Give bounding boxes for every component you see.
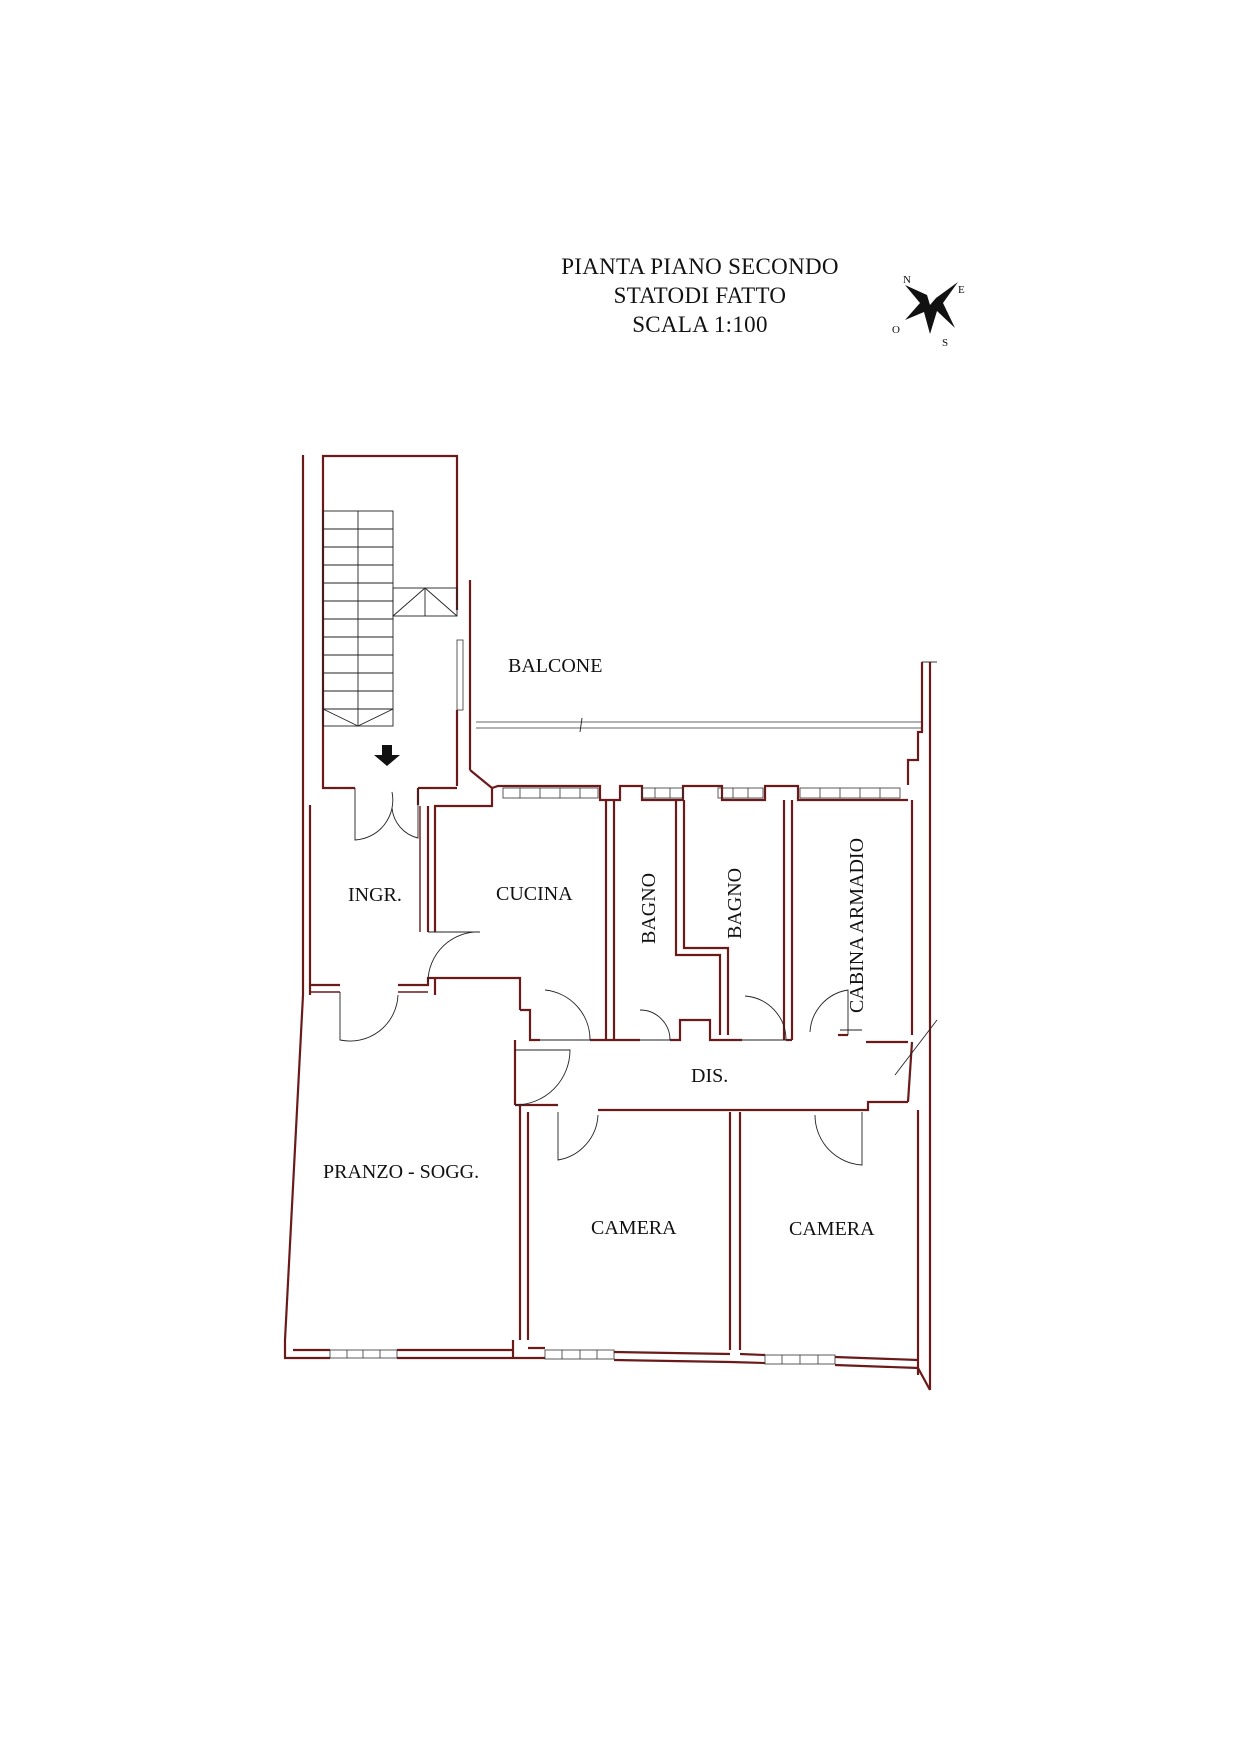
kitchen-door-icon [427,931,481,983]
compass-west-label: O [892,324,900,336]
down-arrow-icon [374,745,400,766]
compass-east-label: E [958,284,965,296]
room-label-bagno-1: BAGNO [638,873,660,944]
title-line-scale: SCALA 1:100 [632,312,768,337]
compass-south-label: S [942,337,948,349]
wardrobe-door-icon [809,989,849,1035]
bathroom-1-door-icon [639,1009,671,1041]
room-label-camera-1: CAMERA [591,1217,677,1239]
compass-rose-icon: N E S O [892,274,965,349]
room-labels: BALCONE INGR. CUCINA BAGNO BAGNO CABINA … [323,655,875,1240]
room-label-cabina-armadio: CABINA ARMADIO [846,838,868,1013]
compass-star-icon [905,282,958,334]
internal-walls [283,788,938,1391]
room-label-bagno-2: BAGNO [724,868,746,939]
title-line-state: STATODI FATTO [613,283,787,308]
doors [339,788,863,1166]
room-label-cucina: CUCINA [496,883,573,905]
room-label-camera-2: CAMERA [789,1218,875,1240]
title-line-plan: PIANTA PIANO SECONDO [561,254,839,279]
entrance-door-icon [354,788,394,841]
room-label-ingresso: INGR. [348,884,402,906]
title-block: PIANTA PIANO SECONDO STATODI FATTO SCALA… [500,252,900,339]
bathroom-2-door-icon [742,995,787,1041]
outer-walls [301,454,937,1390]
staircase-icon [322,510,458,727]
living-door-icon [339,992,399,1042]
bedroom-1-door-icon [557,1112,599,1161]
dis-living-door-icon [514,1049,571,1106]
room-label-balcone: BALCONE [508,655,602,677]
room-label-pranzo-soggiorno: PRANZO - SOGG. [323,1161,479,1183]
bedroom-2-door-icon [814,1112,863,1166]
room-label-disimpegno: DIS. [691,1065,728,1087]
kitchen-dis-door-icon [540,989,591,1041]
compass-north-label: N [903,274,911,286]
